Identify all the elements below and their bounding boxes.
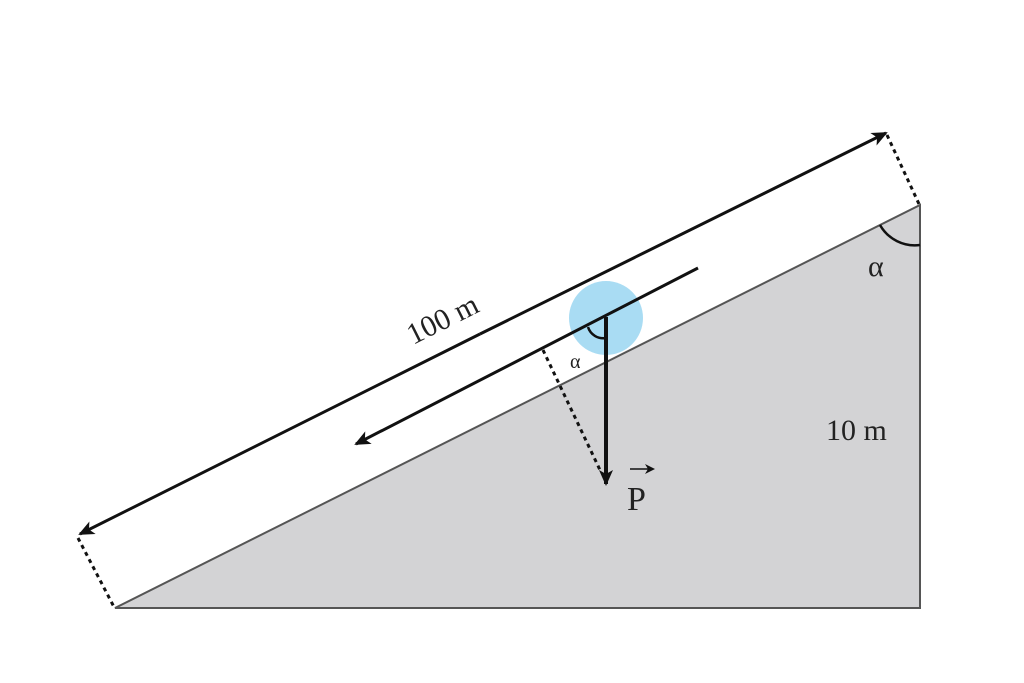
angle-arc-ball: [586, 326, 607, 340]
angle-arc-top: [878, 224, 921, 247]
force-label: P: [627, 481, 646, 518]
motion-direction-arrow: [354, 266, 699, 446]
angle-label-top: α: [868, 250, 884, 283]
angle-label-ball: α: [570, 351, 581, 373]
dimension-dotted-right: [885, 134, 921, 205]
length-dimension-arrow-top: [479, 131, 888, 336]
weight-component-dotted: [541, 349, 602, 471]
length-dimension-arrow: [78, 332, 481, 536]
incline-triangle: [114, 203, 921, 609]
height-label: 10 m: [826, 414, 887, 447]
dimension-dotted-left: [76, 537, 116, 608]
length-label: 100 m: [401, 288, 484, 351]
